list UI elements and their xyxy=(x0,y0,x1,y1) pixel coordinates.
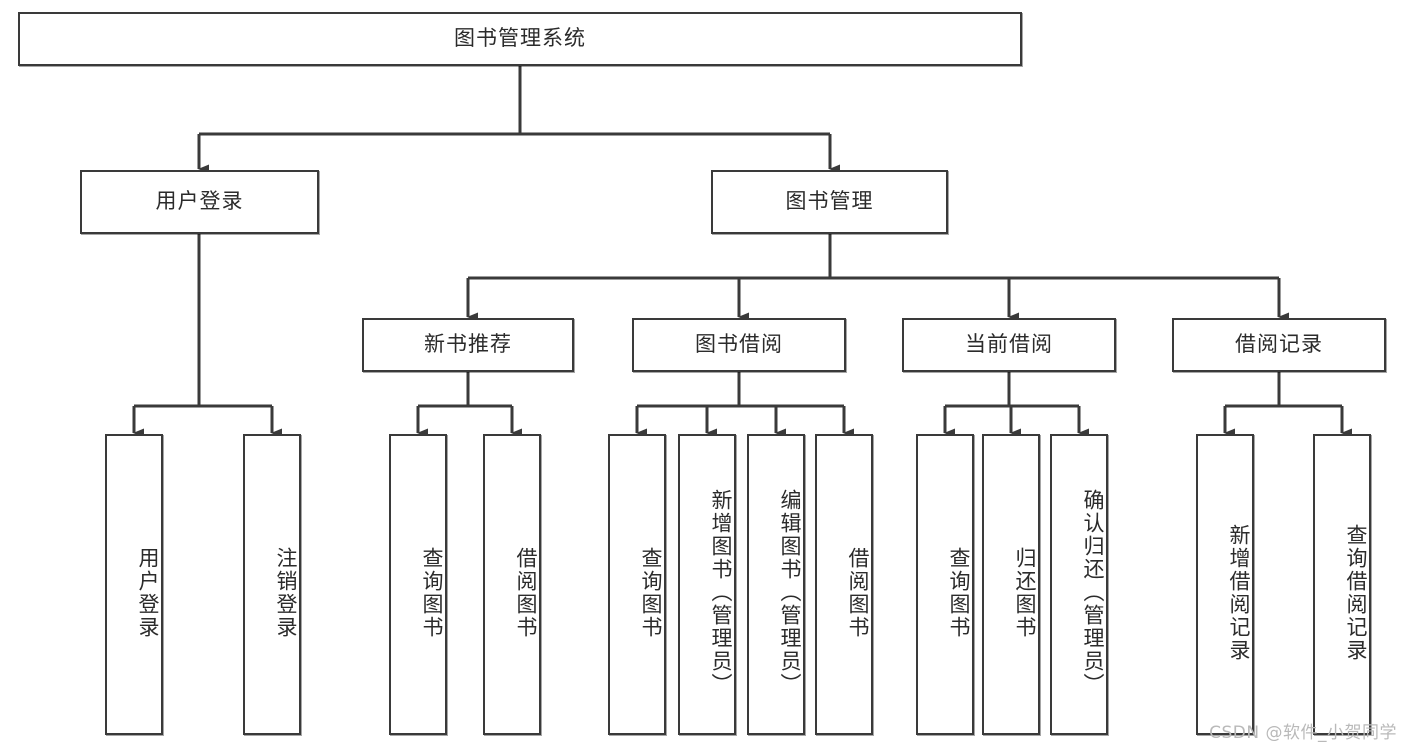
node-label: 查询图书 xyxy=(947,546,971,639)
leaf-edit-book-admin[interactable]: 编辑图书（管理员） xyxy=(747,434,805,735)
node-current-borrow[interactable]: 当前借阅 xyxy=(902,318,1116,372)
node-user-login[interactable]: 用户登录 xyxy=(80,170,319,234)
node-label: 查询图书 xyxy=(639,546,663,639)
node-label: 图书管理 xyxy=(785,189,874,214)
node-label: 新增借阅记录 xyxy=(1227,523,1251,662)
node-label: 借阅图书 xyxy=(846,546,870,639)
node-label: 图书借阅 xyxy=(695,332,783,357)
leaf-add-borrow-record[interactable]: 新增借阅记录 xyxy=(1196,434,1254,735)
node-label: 用户登录 xyxy=(136,546,160,639)
node-borrow-records[interactable]: 借阅记录 xyxy=(1172,318,1386,372)
leaf-return-book[interactable]: 归还图书 xyxy=(982,434,1040,735)
node-label: 当前借阅 xyxy=(965,332,1053,357)
leaf-logout[interactable]: 注销登录 xyxy=(243,434,301,735)
node-label: 新书推荐 xyxy=(424,332,512,357)
csdn-watermark: CSDN @软件_小贺同学 xyxy=(1209,723,1397,743)
node-label: 归还图书 xyxy=(1013,546,1037,639)
node-label: 新增图书（管理员） xyxy=(709,489,733,696)
leaf-borrow-book[interactable]: 借阅图书 xyxy=(815,434,873,735)
leaf-query-book-current[interactable]: 查询图书 xyxy=(916,434,974,735)
leaf-add-book-admin[interactable]: 新增图书（管理员） xyxy=(678,434,736,735)
node-new-book-recommend[interactable]: 新书推荐 xyxy=(362,318,574,372)
leaf-query-book-borrow[interactable]: 查询图书 xyxy=(608,434,666,735)
node-book-borrow[interactable]: 图书借阅 xyxy=(632,318,846,372)
leaf-user-login[interactable]: 用户登录 xyxy=(105,434,163,735)
leaf-query-borrow-record[interactable]: 查询借阅记录 xyxy=(1313,434,1371,735)
node-label: 用户登录 xyxy=(155,189,244,214)
node-book-management[interactable]: 图书管理 xyxy=(711,170,948,234)
node-label: 借阅图书 xyxy=(514,546,538,639)
node-label: 编辑图书（管理员） xyxy=(778,489,802,696)
node-label: 注销登录 xyxy=(274,546,298,639)
leaf-confirm-return-admin[interactable]: 确认归还（管理员） xyxy=(1050,434,1108,735)
leaf-borrow-book-recommend[interactable]: 借阅图书 xyxy=(483,434,541,735)
node-label: 借阅记录 xyxy=(1235,332,1323,357)
node-label: 图书管理系统 xyxy=(454,26,586,51)
node-label: 查询图书 xyxy=(420,546,444,639)
node-label: 查询借阅记录 xyxy=(1344,523,1368,662)
node-root-system[interactable]: 图书管理系统 xyxy=(18,12,1022,66)
leaf-query-book-recommend[interactable]: 查询图书 xyxy=(389,434,447,735)
node-label: 确认归还（管理员） xyxy=(1081,489,1105,696)
